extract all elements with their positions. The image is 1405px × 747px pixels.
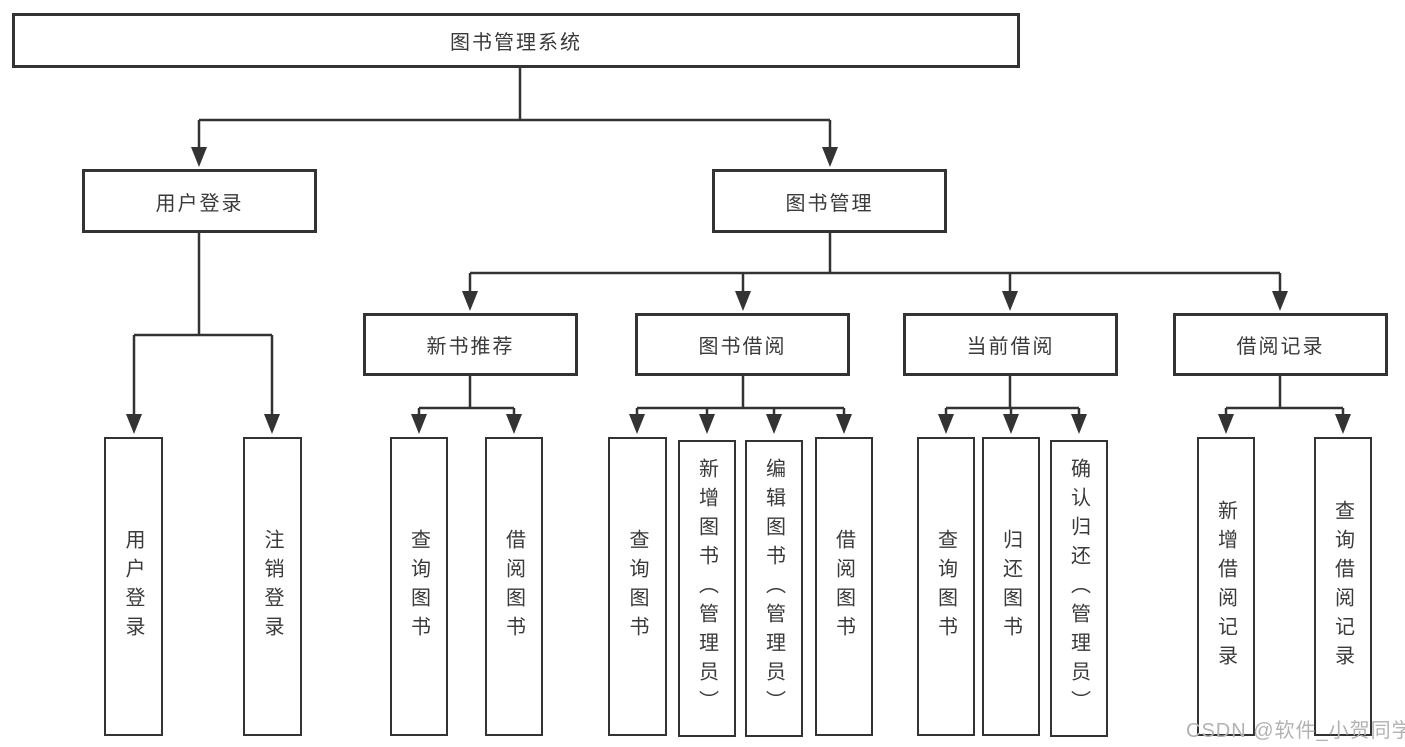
leaf-confirm-return-admin: 确认归还（管理员） [1050, 440, 1108, 737]
leaf-query-borrow-record: 查询借阅记录 [1314, 437, 1372, 736]
node-new-book-recommend-label: 新书推荐 [426, 336, 515, 358]
leaf-query-books-current-label: 查询图书 [934, 528, 957, 645]
node-user-login: 用户登录 [82, 169, 317, 233]
leaf-query-borrow-record-label: 查询借阅记录 [1331, 499, 1354, 674]
leaf-user-login-label: 用户登录 [122, 528, 144, 645]
arrowheads-user-login-children [126, 414, 280, 434]
leaf-user-login: 用户登录 [104, 437, 163, 736]
connector-book-mgmt-children [468, 233, 1282, 294]
csdn-watermark: CSDN @软件_小贺同学 [1186, 720, 1405, 742]
node-new-book-recommend: 新书推荐 [363, 313, 578, 376]
leaf-borrow-books-recommend-label: 借阅图书 [502, 528, 525, 645]
connector-book-borrow-children [635, 376, 846, 418]
node-book-borrow: 图书借阅 [635, 313, 850, 376]
leaf-return-books: 归还图书 [982, 437, 1040, 736]
leaf-query-books-borrow-label: 查询图书 [626, 528, 648, 645]
leaf-borrow-books-recommend: 借阅图书 [485, 437, 543, 736]
node-book-management: 图书管理 [712, 169, 947, 233]
connector-root-to-level2 [197, 68, 832, 150]
leaf-query-books-borrow: 查询图书 [608, 437, 667, 736]
node-book-management-label: 图书管理 [785, 192, 874, 215]
connector-new-book-children [417, 376, 516, 418]
leaf-logout: 注销登录 [243, 437, 302, 736]
connector-borrow-records-children [1224, 376, 1345, 418]
node-current-borrow-label: 当前借阅 [966, 336, 1055, 358]
arrowheads-borrow-records-children [1218, 414, 1351, 434]
leaf-borrow-books-label: 借阅图书 [832, 528, 855, 645]
leaf-borrow-books: 借阅图书 [815, 437, 873, 736]
leaf-add-borrow-record: 新增借阅记录 [1197, 437, 1255, 736]
arrowheads-level2 [191, 147, 838, 167]
leaf-logout-label: 注销登录 [261, 528, 283, 645]
node-root-label: 图书管理系统 [450, 32, 582, 54]
leaf-query-books-recommend: 查询图书 [390, 437, 448, 736]
connector-user-login-children [132, 233, 274, 418]
arrowheads-book-borrow-children [629, 414, 852, 434]
arrowheads-current-borrow-children [938, 414, 1087, 434]
node-borrow-records-label: 借阅记录 [1236, 336, 1325, 358]
node-book-borrow-label: 图书借阅 [698, 336, 787, 358]
leaf-add-books-admin: 新增图书（管理员） [678, 440, 736, 737]
leaf-confirm-return-admin-label: 确认归还（管理员） [1067, 458, 1090, 719]
connector-current-borrow-children [944, 376, 1081, 418]
node-root-library-system: 图书管理系统 [12, 13, 1020, 68]
arrowheads-new-book-children [411, 414, 522, 434]
leaf-query-books-current: 查询图书 [917, 437, 975, 736]
node-current-borrow: 当前借阅 [903, 313, 1118, 376]
leaf-return-books-label: 归还图书 [999, 528, 1022, 645]
leaf-edit-books-admin-label: 编辑图书（管理员） [762, 458, 785, 719]
leaf-add-books-admin-label: 新增图书（管理员） [695, 458, 718, 719]
node-user-login-label: 用户登录 [155, 192, 244, 215]
leaf-edit-books-admin: 编辑图书（管理员） [745, 440, 803, 737]
leaf-add-borrow-record-label: 新增借阅记录 [1214, 499, 1237, 674]
arrowheads-book-mgmt-children [462, 291, 1288, 311]
node-borrow-records: 借阅记录 [1173, 313, 1388, 376]
leaf-query-books-recommend-label: 查询图书 [407, 528, 430, 645]
